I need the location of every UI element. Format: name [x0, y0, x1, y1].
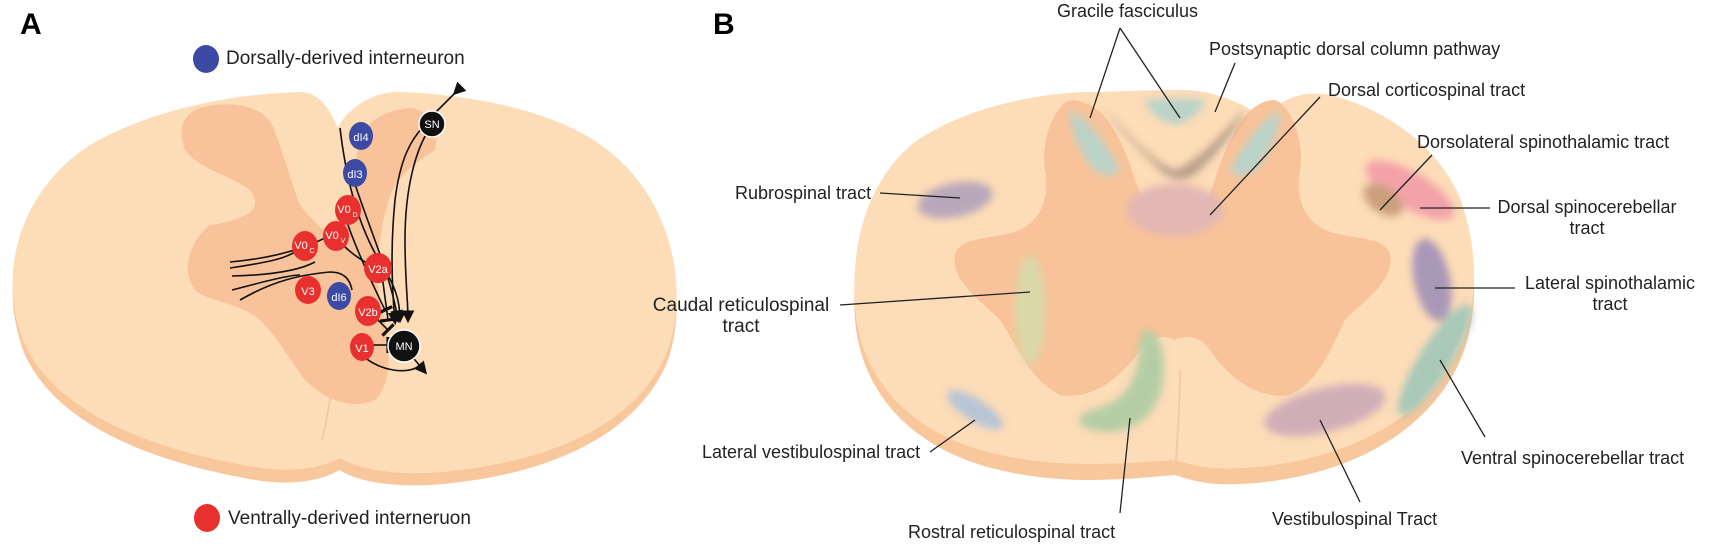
neuron-mn-label: MN [395, 341, 412, 353]
legend-ventral-label: Ventrally-derived interneruon [228, 508, 471, 529]
neuron-dl6: dI6 [327, 282, 351, 310]
neuron-v0d: V0 D [335, 195, 361, 225]
label-caudal-reticulospinal-line2: tract [722, 316, 760, 337]
panel-b-cord [854, 90, 1475, 485]
neuron-sn: SN [418, 110, 446, 138]
neurons-a: SN dI4 dI3 V0 D V0 V V0 C V2a [292, 110, 446, 363]
tract-caudal-reticulospinal [1015, 255, 1045, 365]
ventral-fissure-b [1175, 369, 1181, 461]
tract-dorsal-corticospinal [1127, 184, 1223, 236]
tract-dorsolateral-spinothalamic [1363, 183, 1403, 217]
legend-dorsal-dot [193, 45, 219, 73]
tract-lateral-spinothalamic [1412, 238, 1452, 322]
tract-postsynaptic [1105, 110, 1245, 180]
neuron-dl3: dI3 [343, 159, 367, 187]
neuron-v1-label: V1 [355, 343, 368, 355]
neuron-sn-label: SN [424, 119, 439, 131]
label-lateral-vestibulospinal: Lateral vestibulospinal tract [702, 442, 921, 462]
neuron-v0d-label: V0 [337, 204, 350, 216]
tract-vestibulospinal [1264, 383, 1386, 437]
label-lateral-spinothalamic-line2: tract [1592, 294, 1628, 314]
label-lateral-spinothalamic: Lateral spinothalamic tract [1515, 273, 1705, 315]
label-vestibulospinal: Vestibulospinal Tract [1272, 509, 1438, 529]
label-dorsal-spinocerebellar: Dorsal spinocerebellar tract [1492, 197, 1682, 239]
legend-dorsal-label: Dorsally-derived interneuron [226, 48, 465, 69]
tract-rostral-reticulospinal [1079, 330, 1164, 432]
label-rubrospinal: Rubrospinal tract [735, 183, 872, 203]
label-rostral-reticulospinal: Rostral reticulospinal tract [908, 522, 1116, 542]
neuron-v0c-label: V0 [294, 240, 307, 252]
neuron-v0v-sub: V [341, 238, 346, 245]
tracts-b [917, 98, 1473, 437]
neuron-dl4: dI4 [349, 122, 373, 150]
tract-lateral-vestibulospinal [947, 390, 1003, 430]
tract-gracile-right [1230, 110, 1280, 176]
neuron-v0v-label: V0 [325, 230, 338, 242]
neuron-v3: V3 [295, 276, 321, 304]
label-dorsal-corticospinal: Dorsal corticospinal tract [1328, 80, 1526, 100]
label-ventral-spinocerebellar: Ventral spinocerebellar tract [1461, 448, 1685, 468]
neuron-dl6-label: dI6 [331, 292, 346, 304]
tract-rubrospinal [917, 181, 993, 219]
label-caudal-reticulospinal-line1: Caudal reticulospinal [652, 295, 830, 316]
neuron-v2a: V2a [364, 253, 392, 283]
neuron-v2b: V2b [355, 296, 381, 326]
neuron-v1: V1 [350, 333, 374, 361]
label-caudal-reticulospinal: Caudal reticulospinal tract [636, 295, 846, 337]
neuron-v0c-sub: C [309, 248, 314, 255]
label-postsynaptic-dorsal-column: Postsynaptic dorsal column pathway [1209, 39, 1501, 59]
tract-gracile-center [1145, 98, 1205, 125]
panel-a-letter: A [20, 8, 42, 41]
neuron-mn: MN [387, 329, 421, 363]
panel-b-letter: B [713, 8, 735, 41]
label-dorsal-spinocerebellar-line1: Dorsal spinocerebellar [1497, 197, 1677, 217]
label-dorsolateral-spinothalamic: Dorsolateral spinothalamic tract [1417, 132, 1670, 152]
neuron-v3-label: V3 [301, 286, 314, 298]
label-gracile-fasciculus: Gracile fasciculus [1057, 1, 1199, 21]
tract-ventral-spinocerebellar [1397, 304, 1473, 416]
legend-ventral-dot [194, 504, 220, 532]
neuron-v0d-sub: D [352, 212, 357, 219]
neuron-v2b-label: V2b [358, 307, 378, 319]
tract-dorsal-spinocerebellar [1365, 160, 1455, 220]
leader-lines-b [839, 27, 1515, 514]
neuron-dl3-label: dI3 [347, 169, 362, 181]
neuron-dl4-label: dI4 [353, 132, 368, 144]
gray-matter-b [954, 100, 1391, 396]
label-dorsal-spinocerebellar-line2: tract [1569, 218, 1605, 238]
label-lateral-spinothalamic-line1: Lateral spinothalamic [1524, 273, 1696, 293]
neuron-v0c: V0 C [292, 231, 318, 261]
tract-gracile-left [1070, 110, 1120, 176]
neuron-v0v: V0 V [323, 221, 349, 251]
neuron-v2a-label: V2a [368, 264, 388, 276]
